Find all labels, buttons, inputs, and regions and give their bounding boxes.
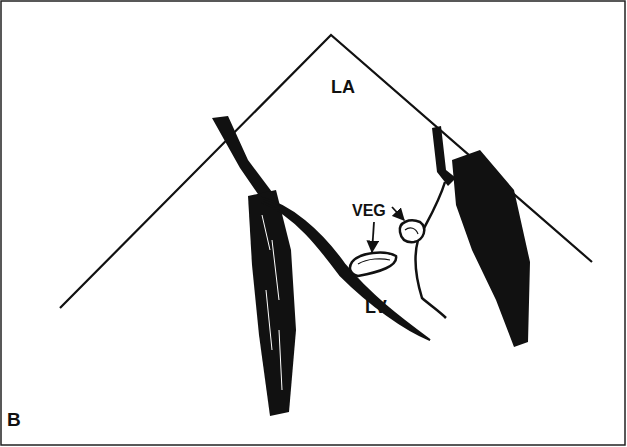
callout-label: VEG — [352, 202, 386, 220]
leader-arrow — [372, 222, 374, 252]
chamber-label: LV — [365, 298, 387, 317]
ventricular-wall — [452, 150, 530, 347]
leader-arrow — [392, 207, 404, 220]
callout-label-text: VEG — [352, 202, 386, 219]
chamber-label-text: LV — [365, 297, 387, 317]
vegetation-texture — [405, 228, 418, 234]
vegetation — [350, 253, 396, 276]
ventricular-wall — [248, 190, 296, 416]
anterior-leaflet — [262, 198, 430, 340]
atrial-wall — [212, 116, 272, 200]
panel-letter: B — [7, 410, 21, 430]
chamber-label-text: LA — [331, 77, 355, 97]
panel-letter-text: B — [7, 409, 21, 430]
vegetation — [400, 220, 424, 242]
posterior-leaflet — [415, 182, 446, 318]
atrial-wall — [432, 126, 456, 186]
vegetation-texture — [358, 259, 390, 264]
chamber-label: LA — [331, 78, 355, 97]
